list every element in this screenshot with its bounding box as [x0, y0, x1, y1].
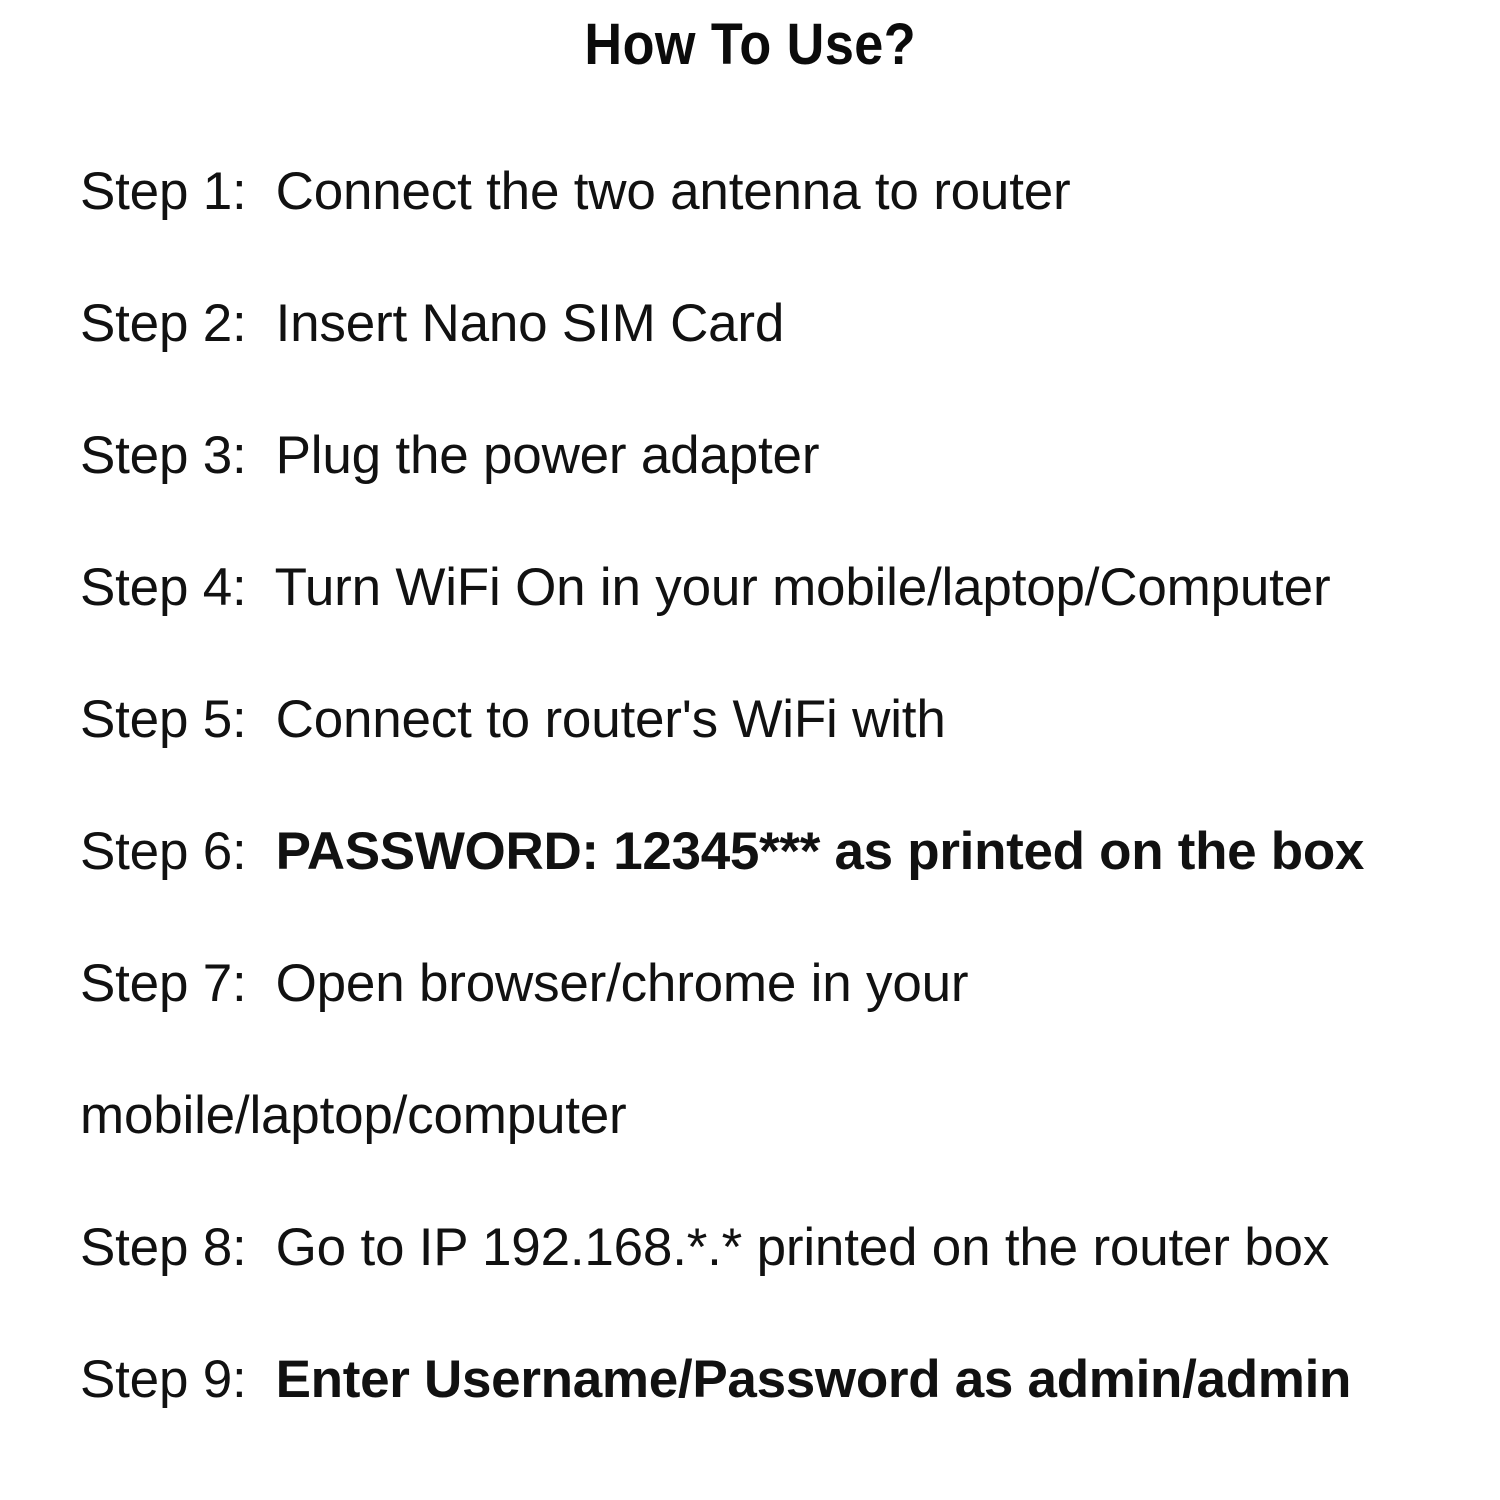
step-label-8: Step 8: — [80, 1218, 262, 1277]
step-item-1: Step 1: Connect the two antenna to route… — [80, 126, 1448, 258]
step-item-3: Step 3: Plug the power adapter — [80, 390, 1448, 522]
step-label-4: Step 4: — [80, 558, 262, 617]
step-text-5: Connect to router's WiFi with — [275, 690, 946, 749]
step-text-2: Insert Nano SIM Card — [275, 294, 785, 353]
step-item-2: Step 2: Insert Nano SIM Card — [80, 258, 1448, 390]
step-item-5: Step 5: Connect to router's WiFi with — [80, 654, 1448, 786]
step-text-4: Turn WiFi On in your mobile/laptop/Compu… — [274, 558, 1331, 617]
step-label-3: Step 3: — [80, 426, 262, 485]
step-label-7: Step 7: — [80, 954, 262, 1013]
step-item-7-continuation: mobile/laptop/computer — [80, 1050, 1448, 1182]
step-label-9: Step 9: — [80, 1350, 262, 1409]
step-text-3: Plug the power adapter — [275, 426, 820, 485]
page-title: How To Use? — [584, 12, 916, 77]
step-label-6: Step 6: — [80, 822, 262, 881]
step-text-7-continuation: mobile/laptop/computer — [80, 1086, 627, 1145]
steps-list: Step 1: Connect the two antenna to route… — [80, 126, 1448, 1446]
step-text-6-password: PASSWORD: 12345*** as printed on the box — [275, 822, 1365, 881]
step-text-7: Open browser/chrome in your — [275, 954, 969, 1013]
step-item-9: Step 9: Enter Username/Password as admin… — [80, 1314, 1448, 1446]
step-item-7: Step 7: Open browser/chrome in your — [80, 918, 1448, 1050]
step-item-4: Step 4: Turn WiFi On in your mobile/lapt… — [80, 522, 1448, 654]
step-text-1: Connect the two antenna to router — [275, 162, 1071, 221]
step-item-8: Step 8: Go to IP 192.168.*.* printed on … — [80, 1182, 1448, 1314]
step-label-2: Step 2: — [80, 294, 262, 353]
step-item-6: Step 6: PASSWORD: 12345*** as printed on… — [80, 786, 1448, 918]
step-label-5: Step 5: — [80, 690, 262, 749]
step-text-9-credentials: Enter Username/Password as admin/admin — [275, 1350, 1352, 1409]
step-text-8-ip-address: Go to IP 192.168.*.* printed on the rout… — [275, 1218, 1330, 1277]
page-title-container: How To Use? — [0, 12, 1500, 77]
step-label-1: Step 1: — [80, 162, 262, 221]
